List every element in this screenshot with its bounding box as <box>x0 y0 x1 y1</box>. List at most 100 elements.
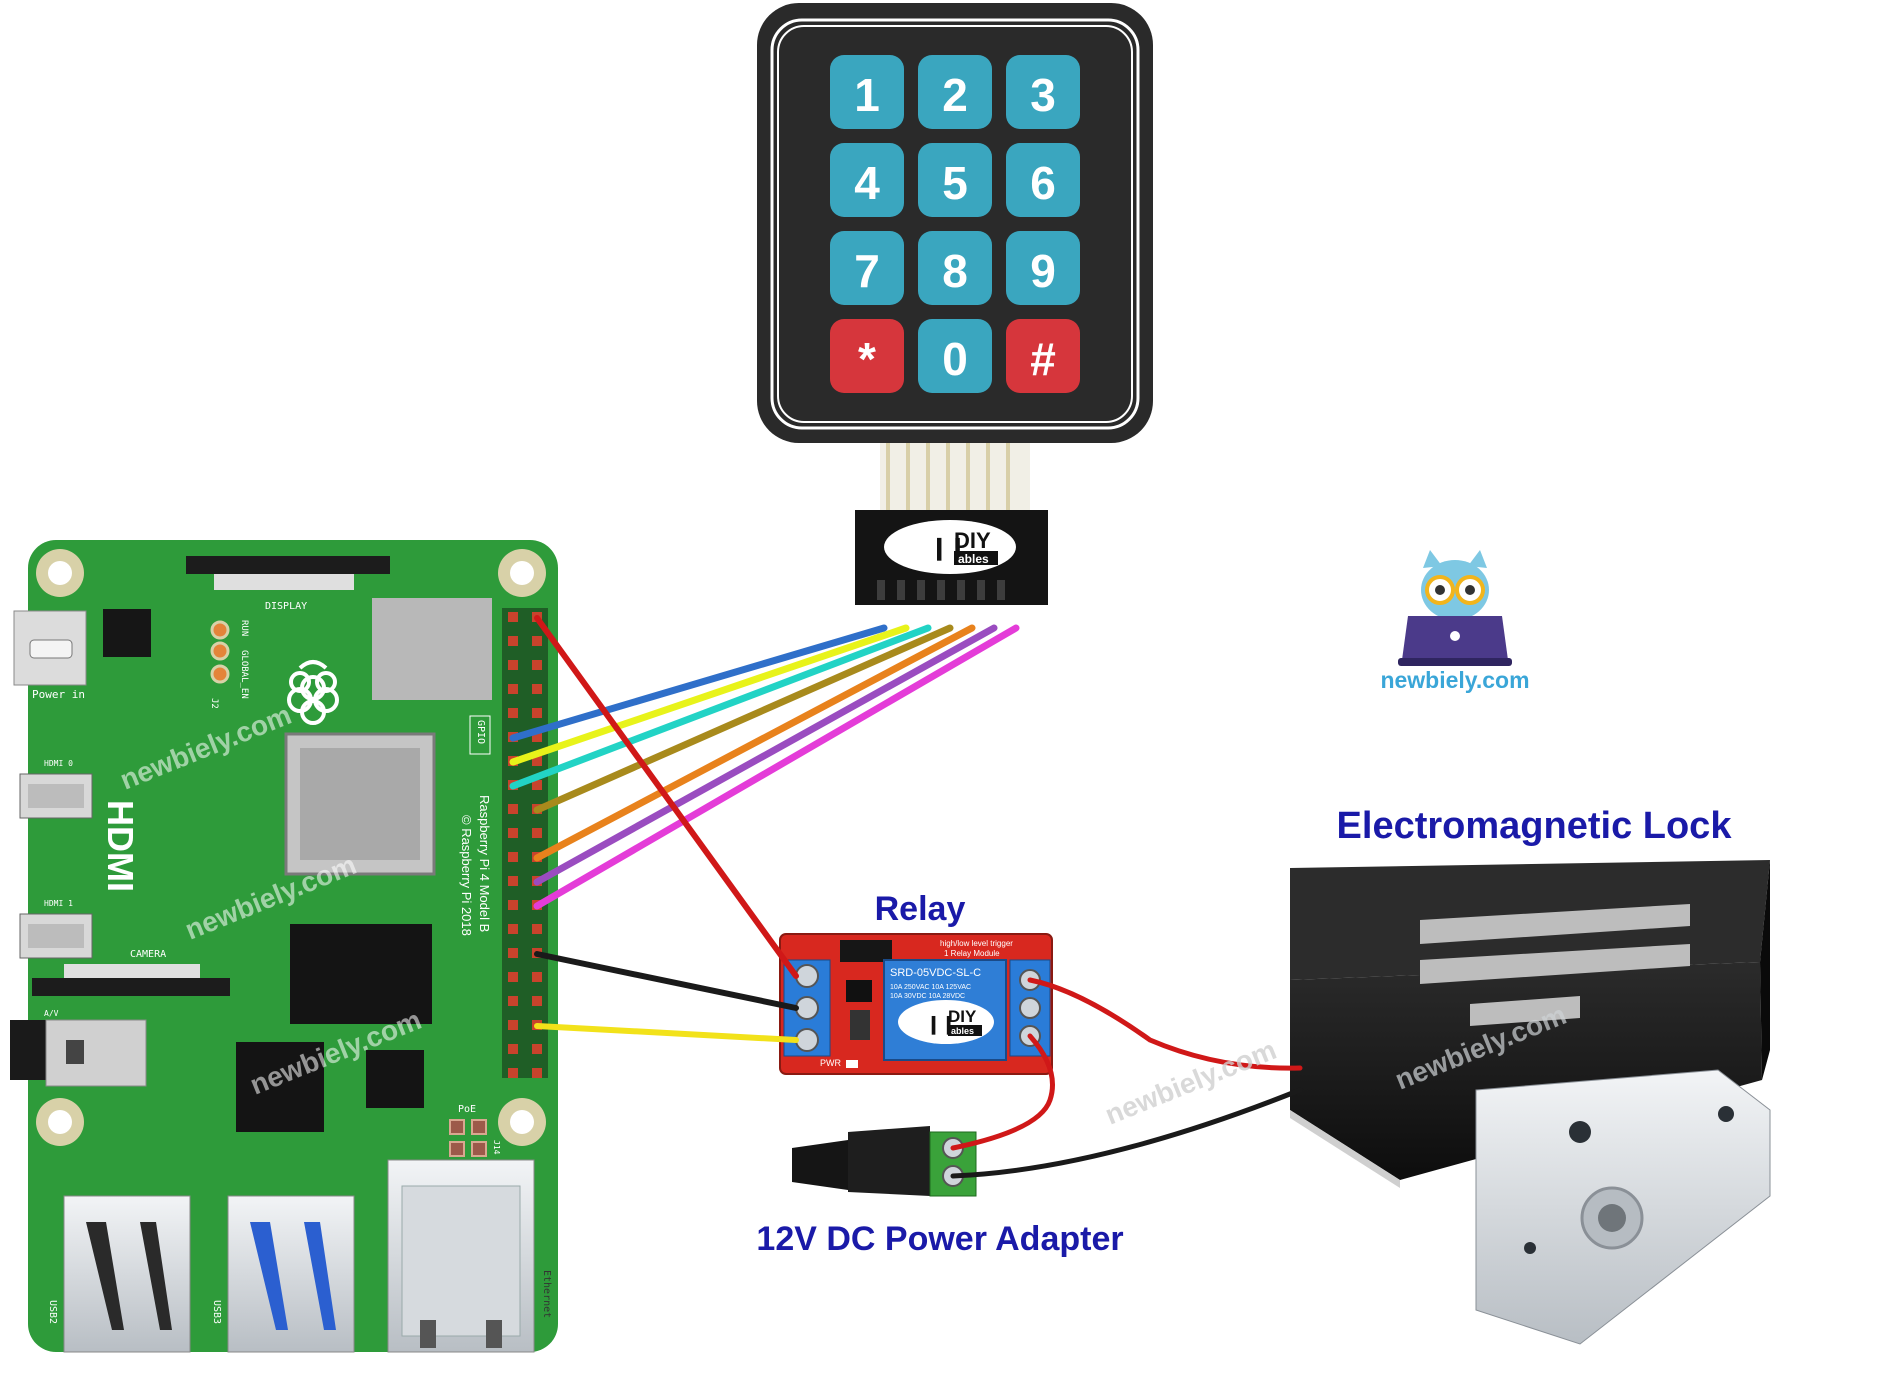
gpio-pin <box>508 660 518 670</box>
wire-orange <box>533 624 976 862</box>
poe-label: PoE <box>458 1104 476 1115</box>
keypad-key-label: 7 <box>854 245 880 297</box>
gpio-pin <box>532 684 542 694</box>
gpio-pin <box>508 804 518 814</box>
gpio-pin <box>508 684 518 694</box>
gpio-pin <box>508 612 518 622</box>
display-label: DISPLAY <box>265 601 307 612</box>
gpio-pin <box>508 852 518 862</box>
ethernet-label: Ethernet <box>541 1270 552 1318</box>
camera-label: CAMERA <box>130 949 166 960</box>
gpio-pin <box>532 660 542 670</box>
relay-rating-1: 10A 250VAC 10A 125VAC <box>890 984 971 991</box>
wire-magenta <box>533 624 1020 910</box>
gpio-pin <box>532 1044 542 1054</box>
keypad-key-label: * <box>858 333 876 385</box>
gpio-pin <box>508 948 518 958</box>
gpio-pin <box>532 924 542 934</box>
relay-rating-2: 10A 30VDC 10A 28VDC <box>890 993 965 1000</box>
keypad-key-bg[interactable] <box>830 231 904 305</box>
lock-title: Electromagnetic Lock <box>1337 805 1733 847</box>
hdmi0-label: HDMI 0 <box>44 759 73 768</box>
relay-module-text: 1 Relay Module <box>944 949 1000 958</box>
site-name: newbiely.com <box>1380 667 1529 693</box>
relay-module: SRD-05VDC-SL-C 10A 250VAC 10A 125VAC 10A… <box>779 933 1053 1075</box>
keypad-key-label: 6 <box>1030 157 1056 209</box>
gpio-pin <box>532 780 542 790</box>
wire-cyan <box>509 624 932 790</box>
hdmi1-label: HDMI 1 <box>44 899 73 908</box>
relay-logo-bottom: ables <box>951 1026 974 1036</box>
wire-purple <box>533 624 998 886</box>
gpio-label: GPIO <box>475 720 486 744</box>
gpio-pin <box>532 1068 542 1078</box>
owl-icon <box>1398 550 1512 666</box>
gpio-pin <box>508 1044 518 1054</box>
keypad-key-bg[interactable] <box>1006 319 1080 393</box>
wire-adapter-black <box>950 1087 1303 1179</box>
global-en-label: GLOBAL_EN <box>239 650 249 699</box>
relay-pwr-label: PWR <box>820 1058 841 1068</box>
relay-title: Relay <box>875 890 966 928</box>
raspberry-pi-board: DISPLAY Power in RUN GLOBAL_EN J2 HDMI H… <box>10 540 558 1353</box>
keypad-key-label: # <box>1030 333 1056 385</box>
connector-logo-top: DIY <box>954 528 991 553</box>
wire-adapter-red <box>950 1033 1055 1151</box>
gpio-header <box>508 612 542 1078</box>
run-label: RUN <box>239 620 249 636</box>
raspberry-logo-icon <box>287 660 339 725</box>
wire-relay-vcc <box>534 615 799 979</box>
keypad-key-bg[interactable] <box>830 55 904 129</box>
keypad-connector: ❙❙ DIY ables <box>855 510 1048 605</box>
gpio-pin <box>508 1020 518 1030</box>
keypad-key-label: 1 <box>854 69 880 121</box>
watermark-5: newbiely.com <box>1101 1034 1281 1131</box>
gpio-pin <box>532 828 542 838</box>
relay-part-text: SRD-05VDC-SL-C <box>890 967 981 979</box>
adapter-title: 12V DC Power Adapter <box>756 1220 1123 1258</box>
gpio-pin <box>508 708 518 718</box>
keypad-ribbon <box>880 443 1030 513</box>
wire-lime <box>509 624 910 766</box>
newbiely-logo: newbiely.com <box>1380 550 1530 693</box>
hdmi-label: HDMI <box>100 800 141 892</box>
av-label: A/V <box>44 1009 59 1018</box>
wires <box>509 615 1303 1179</box>
keypad-key-bg[interactable] <box>830 319 904 393</box>
model-line1: Raspberry Pi 4 Model B <box>477 795 492 932</box>
gpio-pin <box>508 1068 518 1078</box>
gpio-pin <box>508 828 518 838</box>
j14-label: J14 <box>492 1140 501 1155</box>
keypad-key-bg[interactable] <box>918 143 992 217</box>
gpio-pin <box>508 996 518 1006</box>
electromagnetic-lock <box>1290 860 1771 1345</box>
relay-logo-top: DIY <box>948 1007 977 1026</box>
gpio-pin <box>532 636 542 646</box>
keypad-key-bg[interactable] <box>918 231 992 305</box>
gpio-pin <box>508 876 518 886</box>
connector-logo-bottom: ables <box>958 552 989 566</box>
usb2-label: USB2 <box>47 1300 58 1324</box>
gpio-pin <box>532 708 542 718</box>
keypad-key-bg[interactable] <box>1006 143 1080 217</box>
keypad-key-bg[interactable] <box>830 143 904 217</box>
keypad-key-label: 0 <box>942 333 968 385</box>
gpio-pin <box>532 996 542 1006</box>
keypad-key-bg[interactable] <box>918 55 992 129</box>
model-line2: © Raspberry Pi 2018 <box>459 815 474 936</box>
gpio-pin <box>532 732 542 742</box>
keypad-key-label: 4 <box>854 157 880 209</box>
power-in-label: Power in <box>32 688 85 701</box>
keypad-key-bg[interactable] <box>1006 231 1080 305</box>
wire-olive <box>533 624 954 814</box>
keypad-key-label: 3 <box>1030 69 1056 121</box>
dc-power-adapter <box>792 1126 977 1197</box>
keypad-key-label: 9 <box>1030 245 1056 297</box>
keypad-key-bg[interactable] <box>1006 55 1080 129</box>
keypad-key-label: 2 <box>942 69 968 121</box>
keypad-key-bg[interactable] <box>918 319 992 393</box>
